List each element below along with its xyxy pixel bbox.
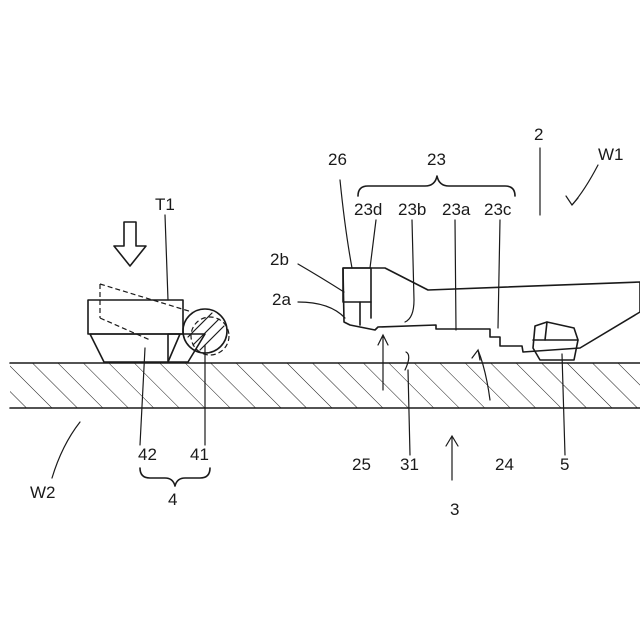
label-5: 5 [560,455,569,474]
label-23a: 23a [442,200,471,219]
label-T1: T1 [155,195,175,214]
label-23c: 23c [484,200,512,219]
label-23b: 23b [398,200,426,219]
label-26: 26 [328,150,347,169]
label-31: 31 [400,455,419,474]
label-23: 23 [427,150,446,169]
brace-4 [140,468,210,486]
indicator-arrows [378,196,578,480]
label-2: 2 [534,125,543,144]
label-W2: W2 [30,483,56,502]
label-23d: 23d [354,200,382,219]
base-plate [10,363,640,408]
label-4: 4 [168,490,177,509]
label-3: 3 [450,500,459,519]
tool-t1 [88,284,205,362]
label-W1: W1 [598,145,624,164]
leader-lines [52,148,598,478]
press-arrow-icon [114,222,146,266]
label-25: 25 [352,455,371,474]
label-24: 24 [495,455,514,474]
upper-member [343,268,640,360]
roller-41 [183,309,229,355]
label-2a: 2a [272,290,291,309]
brace-23 [358,176,515,196]
label-41: 41 [190,445,209,464]
label-2b: 2b [270,250,289,269]
label-42: 42 [138,445,157,464]
